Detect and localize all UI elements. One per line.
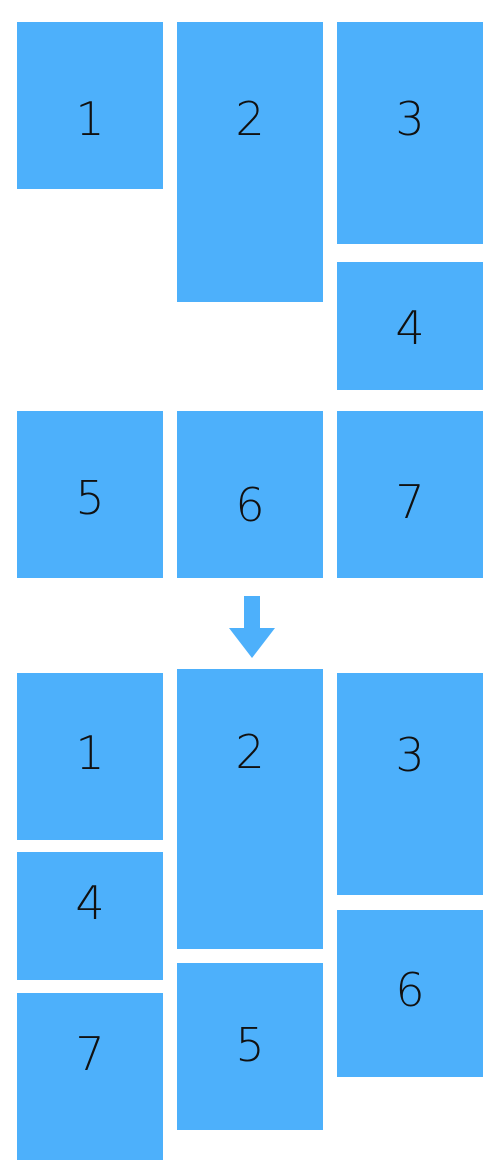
tile-label: 4 <box>75 876 105 930</box>
tile-label: 1 <box>75 726 105 780</box>
tile-label: 3 <box>395 92 425 146</box>
after-tile-2: 2 <box>177 669 323 949</box>
after-tile-7: 7 <box>17 993 163 1160</box>
before-tile-4: 4 <box>337 262 483 390</box>
after-tile-6: 6 <box>337 910 483 1077</box>
tile-label: 6 <box>235 478 265 532</box>
tile-label: 5 <box>75 471 105 525</box>
arrow-down-icon <box>229 596 275 658</box>
tile-label: 7 <box>75 1027 105 1081</box>
before-tile-6: 6 <box>177 411 323 578</box>
before-tile-5: 5 <box>17 411 163 578</box>
tile-label: 6 <box>395 963 425 1017</box>
before-tile-3: 3 <box>337 22 483 244</box>
before-tile-1: 1 <box>17 22 163 189</box>
after-tile-1: 1 <box>17 673 163 840</box>
tile-label: 7 <box>395 475 425 529</box>
tile-label: 1 <box>75 92 105 146</box>
tile-label: 5 <box>235 1018 265 1072</box>
before-tile-7: 7 <box>337 411 483 578</box>
tile-label: 3 <box>395 728 425 782</box>
tile-label: 2 <box>235 92 265 146</box>
before-tile-2: 2 <box>177 22 323 302</box>
tile-label: 4 <box>395 301 425 355</box>
after-tile-4: 4 <box>17 852 163 980</box>
after-tile-5: 5 <box>177 963 323 1130</box>
tile-label: 2 <box>235 725 265 779</box>
after-tile-3: 3 <box>337 673 483 895</box>
